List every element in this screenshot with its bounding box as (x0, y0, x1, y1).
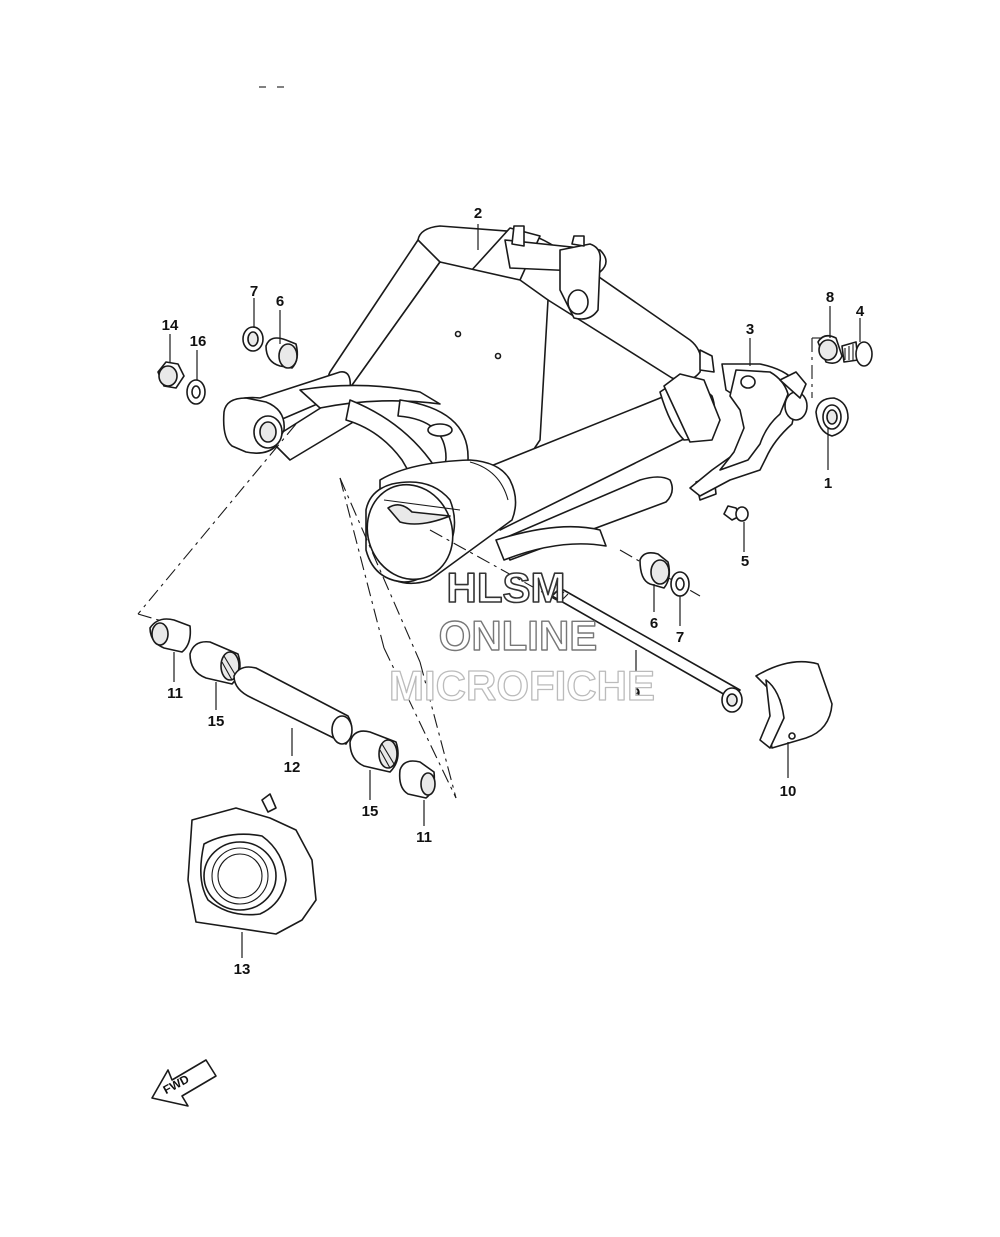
seal-ring-upper[interactable] (242, 326, 264, 352)
callout-12: 12 (284, 759, 301, 776)
watermark-line-1: HLSM (447, 564, 566, 611)
callout-9: 9 (632, 685, 640, 702)
brake-stay-bracket[interactable] (689, 363, 808, 497)
needle-bearing-lower[interactable] (639, 552, 671, 589)
bearing-right[interactable] (349, 730, 399, 773)
small-bolt[interactable] (723, 505, 749, 522)
needle-bearing-upper[interactable] (265, 337, 299, 369)
callout-7-upper: 7 (250, 283, 258, 300)
pivot-nut[interactable] (157, 361, 185, 389)
washer[interactable] (186, 379, 206, 405)
pivot-tube[interactable] (233, 666, 353, 745)
boot[interactable] (187, 793, 317, 935)
callout-8: 8 (826, 289, 834, 306)
callout-13: 13 (234, 961, 251, 978)
callout-4: 4 (856, 303, 865, 320)
nut[interactable] (815, 397, 849, 437)
watermark: HLSM ONLINE MICROFICHE (388, 563, 655, 709)
seal-ring-lower[interactable] (670, 571, 690, 597)
callout-6-upper: 6 (276, 293, 284, 310)
callout-14: 14 (162, 317, 179, 334)
pivot-shaft[interactable] (551, 587, 743, 713)
collar-right[interactable] (398, 760, 436, 799)
callout-11-right: 11 (416, 829, 432, 846)
bolt[interactable] (841, 341, 873, 367)
callout-7-lower: 7 (676, 629, 684, 646)
leader-lines (169, 224, 861, 958)
watermark-line-2: ONLINE (439, 612, 598, 659)
forward-direction-icon: FWD (151, 1059, 217, 1107)
callout-6-lower: 6 (650, 615, 658, 632)
callout-3: 3 (746, 321, 754, 338)
watermark-line-3: MICROFICHE (389, 662, 655, 709)
callout-15-right: 15 (362, 803, 379, 820)
callout-10: 10 (780, 783, 797, 800)
callout-11-left: 11 (167, 685, 183, 702)
callout-2: 2 (474, 205, 482, 222)
chain-cover[interactable] (755, 660, 833, 749)
callout-numbers: 2 7 6 14 16 3 8 4 1 5 6 7 9 10 11 15 12 … (162, 205, 865, 978)
bearing-left[interactable] (189, 640, 241, 685)
callout-1: 1 (824, 475, 832, 492)
collar-left[interactable] (149, 618, 192, 653)
swingarm[interactable] (222, 225, 721, 591)
callout-5: 5 (741, 553, 749, 570)
callout-16: 16 (190, 333, 207, 350)
spacer[interactable] (817, 334, 843, 364)
callout-15-left: 15 (208, 713, 225, 730)
